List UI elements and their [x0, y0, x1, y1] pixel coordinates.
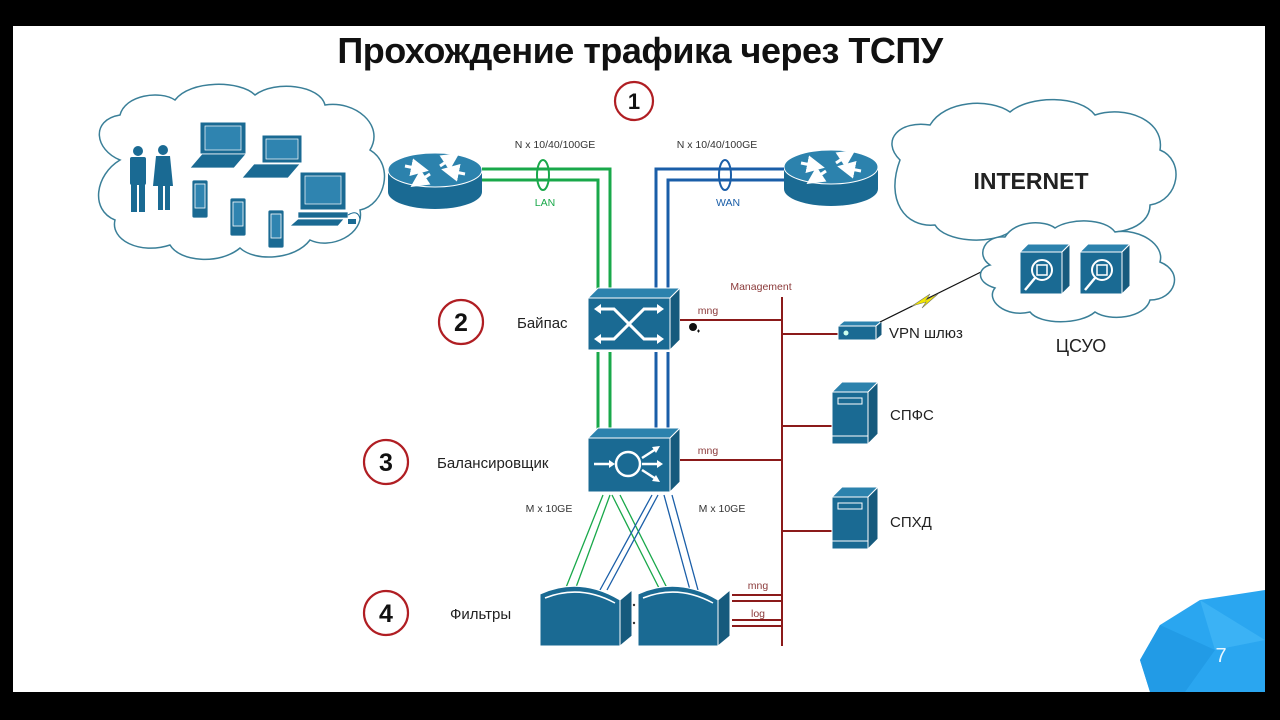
- balancer-out-left-label: M x 10GE: [526, 503, 573, 515]
- vpn-gateway-icon: [836, 319, 884, 342]
- bypass-label: Байпас: [517, 315, 568, 332]
- management-bus-label: Management: [730, 281, 791, 293]
- management-bus: [680, 297, 838, 646]
- filters-label: Фильтры: [450, 606, 511, 623]
- mobile-device-icon: [191, 179, 285, 249]
- users-icon: [130, 145, 173, 212]
- lan-label: LAN: [535, 197, 555, 209]
- step-2-circle: [437, 298, 485, 346]
- spfs-label: СПФС: [890, 407, 934, 424]
- balancer-mng-label: mng: [698, 445, 719, 457]
- mouse-cursor-icon: [689, 323, 700, 333]
- wan-speed-label: N x 10/40/100GE: [677, 139, 758, 151]
- step-4-circle: [362, 589, 410, 637]
- corner-accent-shape: [1140, 590, 1265, 692]
- filter-ellipsis-dots: [632, 603, 636, 625]
- lan-speed-label: N x 10/40/100GE: [515, 139, 596, 151]
- sphd-server-icon: [830, 485, 880, 551]
- wan-router-icon: [783, 149, 879, 206]
- balancer-out-right-label: M x 10GE: [699, 503, 746, 515]
- filter-device-icon: [538, 585, 633, 647]
- spfs-server-icon: [830, 380, 880, 446]
- csuo-analyzer-icon: [1078, 242, 1132, 296]
- csuo-cloud: [979, 220, 1176, 323]
- network-diagram: 1 2 3 4 Байпас Балансировщик Фильтры N x…: [98, 80, 1265, 692]
- lan-router-icon: [387, 152, 483, 209]
- balancer-label: Балансировщик: [437, 455, 549, 472]
- step-1-circle: [613, 80, 655, 122]
- filter-log-label: log: [751, 608, 765, 620]
- filter-mng-label: mng: [748, 580, 769, 592]
- laptop-icon: [241, 134, 303, 179]
- internet-label: INTERNET: [974, 168, 1089, 194]
- page-number: 7: [1215, 645, 1226, 667]
- step-2-number: 2: [454, 309, 468, 337]
- step-1-number: 1: [628, 89, 640, 114]
- sphd-label: СПХД: [890, 514, 932, 531]
- desktop-computer-icon: [289, 171, 361, 227]
- step-4-number: 4: [379, 600, 393, 628]
- slide-title: Прохождение трафика через ТСПУ: [337, 30, 943, 71]
- filter-device-icon: [636, 585, 731, 647]
- balancer-filter-links: [564, 494, 699, 591]
- step-3-number: 3: [379, 449, 393, 477]
- lan-link: [482, 159, 612, 430]
- balancer-icon: [586, 426, 682, 494]
- bypass-switch-icon: [586, 286, 682, 352]
- step-3-circle: [362, 438, 410, 486]
- csuo-analyzer-icon: [1018, 242, 1072, 296]
- wan-link: [654, 159, 784, 430]
- internet-cloud: [891, 98, 1177, 242]
- laptop-icon: [189, 121, 247, 169]
- slide: 1 2 3 4 Байпас Балансировщик Фильтры N x…: [13, 26, 1265, 692]
- wan-label: WAN: [716, 197, 740, 209]
- vpn-gateway-label: VPN шлюз: [889, 325, 963, 342]
- csuo-label: ЦСУО: [1056, 336, 1107, 356]
- vpn-lightning-link: [879, 269, 986, 323]
- bypass-mng-label: mng: [698, 305, 719, 317]
